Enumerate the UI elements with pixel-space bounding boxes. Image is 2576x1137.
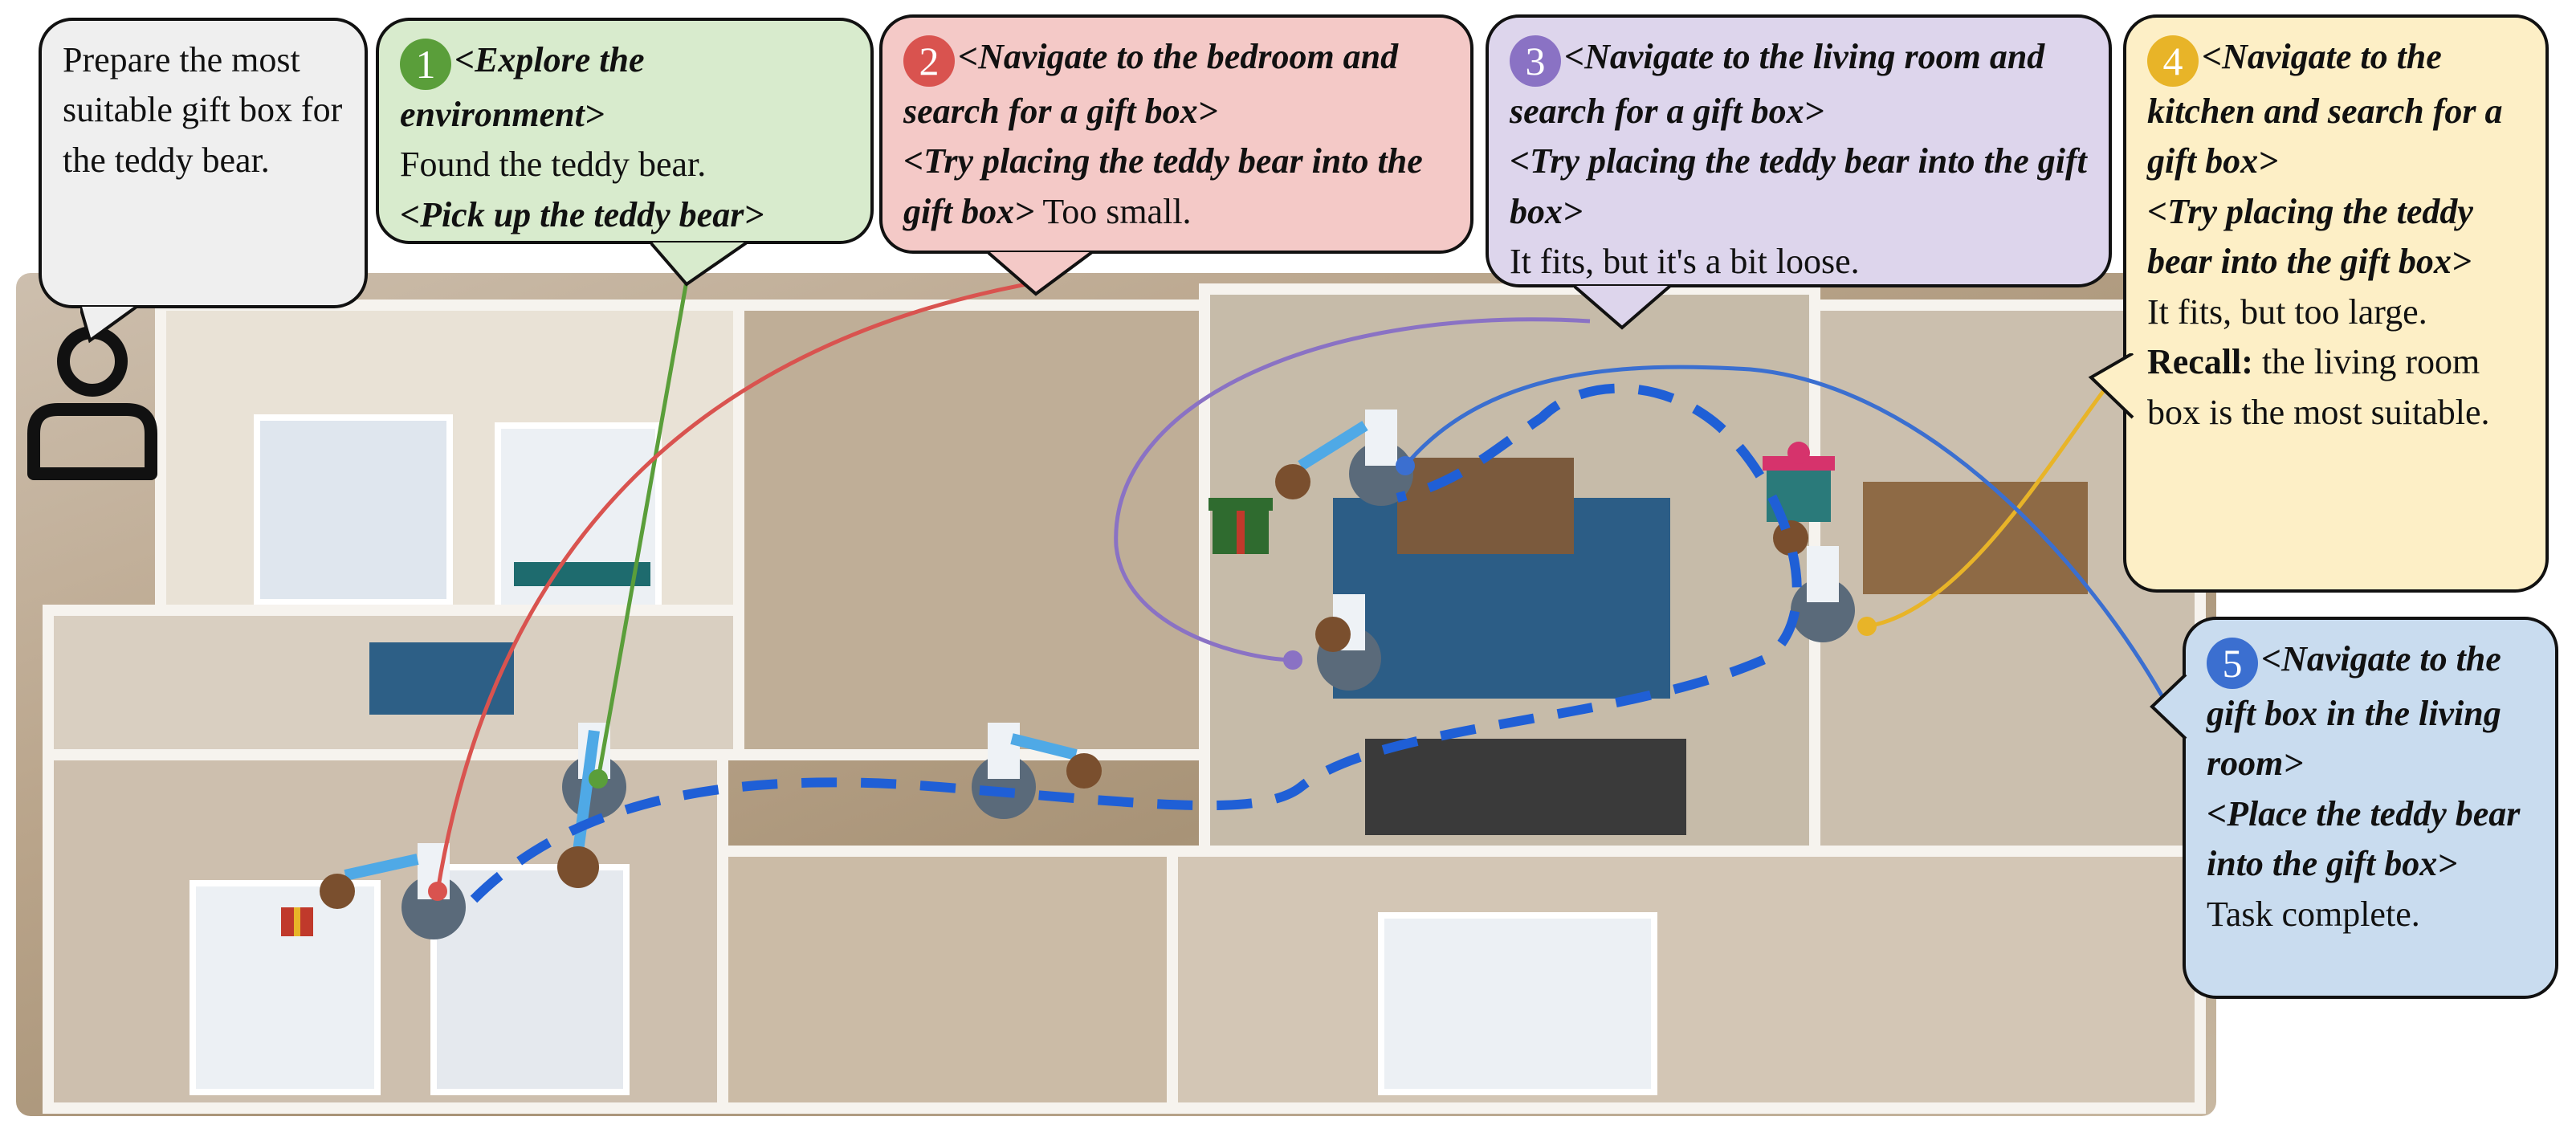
step5-result: Task complete. (2207, 894, 2420, 934)
user-instruction-text: Prepare the most suitable gift box for t… (63, 40, 343, 180)
bed-1 (254, 414, 453, 605)
gift-box-icon (281, 907, 313, 936)
corridor (733, 300, 1242, 760)
user-icon (27, 326, 157, 480)
step4-recall-label: Recall: (2147, 342, 2253, 382)
step2-bubble-tail (988, 251, 1094, 296)
bed-stripe (514, 562, 650, 586)
bathroom (717, 846, 1178, 1114)
step2-action1: <Navigate to the bedroom and search for … (903, 37, 1399, 131)
step5-number-badge: 5 (2207, 638, 2258, 689)
step2-bubble: 2<Navigate to the bedroom and search for… (879, 14, 1473, 254)
step3-bubble: 3<Navigate to the living room and search… (1486, 14, 2112, 287)
step4-bubble-tail (2088, 353, 2134, 419)
step5-action2: <Place the teddy bear into the gift box> (2207, 793, 2521, 884)
step3-number-badge: 3 (1510, 35, 1561, 87)
step2-result: Too small. (1042, 191, 1192, 231)
step1-result1: Found the teddy bear. (400, 145, 707, 185)
step2-number-badge: 2 (903, 35, 955, 87)
kitchen-counter (1365, 739, 1686, 835)
gift-box-icon (1209, 498, 1273, 554)
teddy-bear-icon (1066, 753, 1102, 789)
step2-action2: <Try placing the teddy bear into the gif… (903, 141, 1423, 231)
step1-bubble-tail (650, 241, 748, 287)
step1-action2: <Pick up the teddy bear> (400, 194, 764, 234)
step3-result: It fits, but it's a bit loose. (1510, 242, 1860, 282)
tv (369, 642, 514, 715)
step1-action1: <Explore the environment> (400, 40, 645, 134)
step5-bubble-tail (2150, 674, 2187, 740)
teddy-bear-icon (1773, 520, 1808, 556)
bed-4 (430, 864, 630, 1095)
step5-action1: <Navigate to the gift box in the living … (2207, 639, 2501, 784)
house-floorplan-scene (16, 273, 2216, 1116)
teddy-bear-icon (1275, 464, 1310, 499)
step4-recall-text: the living room box is the most suitable… (2147, 342, 2490, 432)
user-instruction-bubble: Prepare the most suitable gift box for t… (39, 18, 368, 308)
step3-action1: <Navigate to the living room and search … (1510, 37, 2045, 131)
teddy-bear-icon (1315, 617, 1351, 652)
step3-action2: <Try placing the teddy bear into the gif… (1510, 141, 2087, 231)
teddy-bear-icon (320, 874, 355, 909)
step4-bubble: 4<Navigate to the kitchen and search for… (2123, 14, 2549, 593)
step5-bubble: 5<Navigate to the gift box in the living… (2183, 617, 2558, 999)
step4-number-badge: 4 (2147, 35, 2199, 87)
step1-number-badge: 1 (400, 39, 451, 90)
step4-result: It fits, but too large. (2147, 291, 2427, 332)
user-bubble-tail (80, 305, 138, 344)
bedroom-3 (1167, 846, 2206, 1114)
teddy-bear-icon (557, 846, 599, 888)
step1-bubble: 1<Explore the environment> Found the ted… (376, 18, 874, 244)
floorplan-drawing (43, 283, 2206, 1114)
bed-5 (1378, 912, 1657, 1095)
step4-action1: <Navigate to the kitchen and search for … (2147, 37, 2503, 181)
bed-3 (190, 880, 381, 1095)
coffee-table (1397, 458, 1574, 554)
step3-bubble-tail (1574, 284, 1672, 330)
dining-table (1863, 482, 2088, 594)
step4-action2: <Try placing the teddy bear into the gif… (2147, 191, 2473, 282)
